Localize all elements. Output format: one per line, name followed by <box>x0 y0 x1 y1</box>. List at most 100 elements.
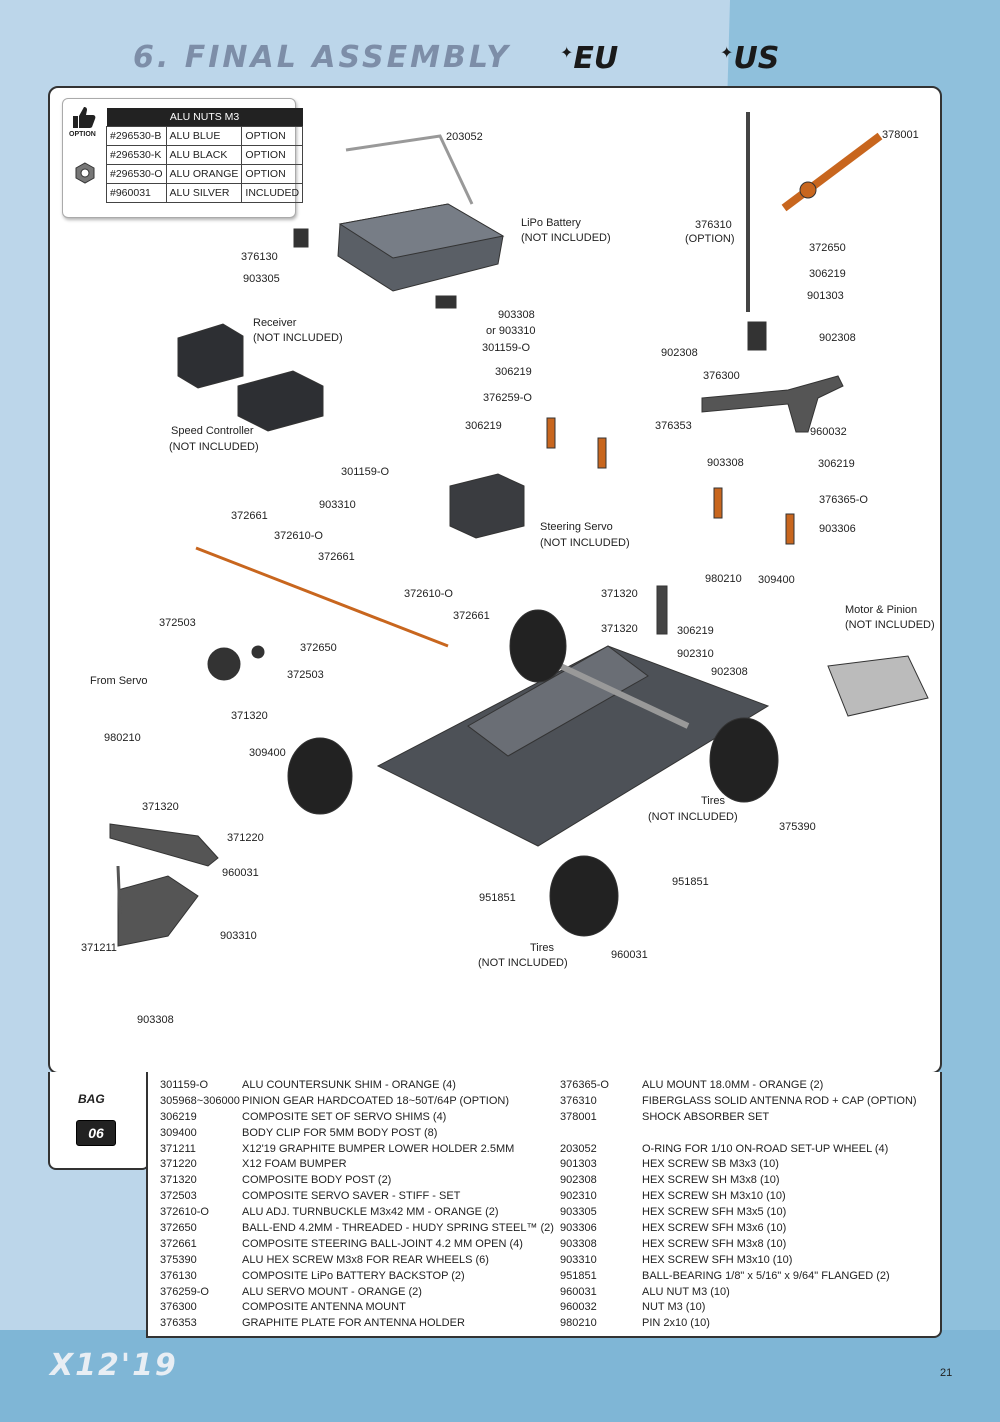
list-item: NUT M3 (10) <box>642 1301 706 1314</box>
parts-descriptions-right: ALU MOUNT 18.0MM - ORANGE (2)FIBERGLASS … <box>642 1078 917 1332</box>
callout-label: 903308 <box>707 457 744 469</box>
list-item: X12'19 GRAPHITE BUMPER LOWER HOLDER 2.5M… <box>242 1142 515 1155</box>
list-item: SHOCK ABSORBER SET <box>642 1110 770 1123</box>
thumbs-up-icon <box>73 107 96 128</box>
part-name: ALU ORANGE <box>165 164 243 184</box>
list-item: X12 FOAM BUMPER <box>242 1158 347 1171</box>
list-item: 305968~306000 <box>160 1094 240 1107</box>
callout-label: 306219 <box>495 366 532 378</box>
part-code: #296530-B <box>106 126 167 146</box>
callout-label: (NOT INCLUDED) <box>521 232 611 244</box>
callout-label: 371220 <box>227 832 264 844</box>
callout-label: 372661 <box>453 610 490 622</box>
us-badge: ✦US <box>720 43 779 74</box>
callout-label: 309400 <box>249 747 286 759</box>
list-item: HEX SCREW SH M3x10 (10) <box>642 1190 786 1203</box>
list-item: HEX SCREW SH M3x8 (10) <box>642 1174 780 1187</box>
bag-label: BAG <box>78 1092 105 1106</box>
bag-number: 06 <box>76 1120 116 1146</box>
list-item: PIN 2x10 (10) <box>642 1317 710 1330</box>
list-item: 960032 <box>560 1301 597 1314</box>
background-footer <box>0 1330 1000 1422</box>
list-item: ALU HEX SCREW M3x8 FOR REAR WHEELS (6) <box>242 1253 489 1266</box>
list-item: 903308 <box>560 1237 597 1250</box>
part-name: ALU SILVER <box>165 183 243 203</box>
list-item: ALU ADJ. TURNBUCKLE M3x42 MM - ORANGE (2… <box>242 1206 499 1219</box>
list-item: FIBERGLASS SOLID ANTENNA ROD + CAP (OPTI… <box>642 1094 917 1107</box>
callout-label: 980210 <box>104 732 141 744</box>
callout-label: From Servo <box>90 675 148 687</box>
callout-label: 372503 <box>287 669 324 681</box>
callout-label: 371320 <box>601 623 638 635</box>
callout-label: (NOT INCLUDED) <box>169 441 259 453</box>
part-code: #960031 <box>106 183 167 203</box>
star-icon: ✦ <box>560 43 574 62</box>
callout-label: Receiver <box>253 317 297 329</box>
list-item: 376300 <box>160 1301 197 1314</box>
callout-label: 901303 <box>807 290 844 302</box>
page-title: 6. FINAL ASSEMBLY <box>133 40 511 75</box>
callout-label: Steering Servo <box>540 521 613 533</box>
callout-label: 372661 <box>231 510 268 522</box>
callout-label: 903305 <box>243 273 280 285</box>
list-item: GRAPHITE PLATE FOR ANTENNA HOLDER <box>242 1317 465 1330</box>
list-item: PINION GEAR HARDCOATED 18~50T/64P (OPTIO… <box>242 1094 510 1107</box>
callout-label: 301159-O <box>482 342 531 354</box>
callout-label: 980210 <box>705 573 742 585</box>
callout-label: 376353 <box>655 420 692 432</box>
list-item: COMPOSITE SET OF SERVO SHIMS (4) <box>242 1110 447 1123</box>
callout-label: 903310 <box>220 930 257 942</box>
list-item: 960031 <box>560 1285 597 1298</box>
list-item: 372661 <box>160 1237 197 1250</box>
exploded-assembly-drawing <box>109 112 929 947</box>
list-item: 980210 <box>560 1317 597 1330</box>
list-item: 951851 <box>560 1269 597 1282</box>
list-item: 371220 <box>160 1158 197 1171</box>
callout-label: 309400 <box>758 574 795 586</box>
callout-label: 306219 <box>809 268 846 280</box>
list-item: 372610-O <box>160 1206 209 1219</box>
part-status: OPTION <box>241 126 304 146</box>
callout-label: 372610-O <box>274 530 323 542</box>
callout-label: 960031 <box>611 949 648 961</box>
callout-label: 903306 <box>819 523 856 535</box>
list-item: COMPOSITE BODY POST (2) <box>242 1174 392 1187</box>
callout-label: 371320 <box>601 588 638 600</box>
callout-label: 372661 <box>318 551 355 563</box>
list-item: 306219 <box>160 1110 197 1123</box>
list-item: HEX SCREW SFH M3x8 (10) <box>642 1237 787 1250</box>
list-item: 902310 <box>560 1190 597 1203</box>
callout-label: Speed Controller <box>171 425 254 437</box>
callout-label: Motor & Pinion <box>845 604 918 616</box>
option-table-title: ALU NUTS M3 <box>106 108 303 127</box>
list-item <box>642 1126 917 1142</box>
callout-label: (NOT INCLUDED) <box>845 619 935 631</box>
callout-label: (NOT INCLUDED) <box>478 957 568 969</box>
list-item: 376130 <box>160 1269 197 1282</box>
list-item: HEX SCREW SFH M3x10 (10) <box>642 1253 793 1266</box>
list-item: 378001 <box>560 1110 597 1123</box>
callout-label: (NOT INCLUDED) <box>253 332 343 344</box>
callout-label: 376310 <box>695 219 732 231</box>
list-item: HEX SCREW SFH M3x6 (10) <box>642 1222 787 1235</box>
callout-label: 372650 <box>809 242 846 254</box>
list-item: ALU SERVO MOUNT - ORANGE (2) <box>242 1285 422 1298</box>
callout-label: LiPo Battery <box>521 217 581 229</box>
callout-label: 376259-O <box>483 392 532 404</box>
list-item: 309400 <box>160 1126 197 1139</box>
list-item: 376259-O <box>160 1285 209 1298</box>
callout-label: Tires <box>701 795 726 807</box>
callout-label: 378001 <box>882 129 919 141</box>
list-item: ALU COUNTERSUNK SHIM - ORANGE (4) <box>242 1079 456 1091</box>
part-name: ALU BLUE <box>165 126 243 146</box>
callout-label: 902308 <box>711 666 748 678</box>
list-item: 903306 <box>560 1222 597 1235</box>
page-number: 21 <box>940 1367 953 1379</box>
callout-label: 376365-O <box>819 494 868 506</box>
callout-label: 375390 <box>779 821 816 833</box>
